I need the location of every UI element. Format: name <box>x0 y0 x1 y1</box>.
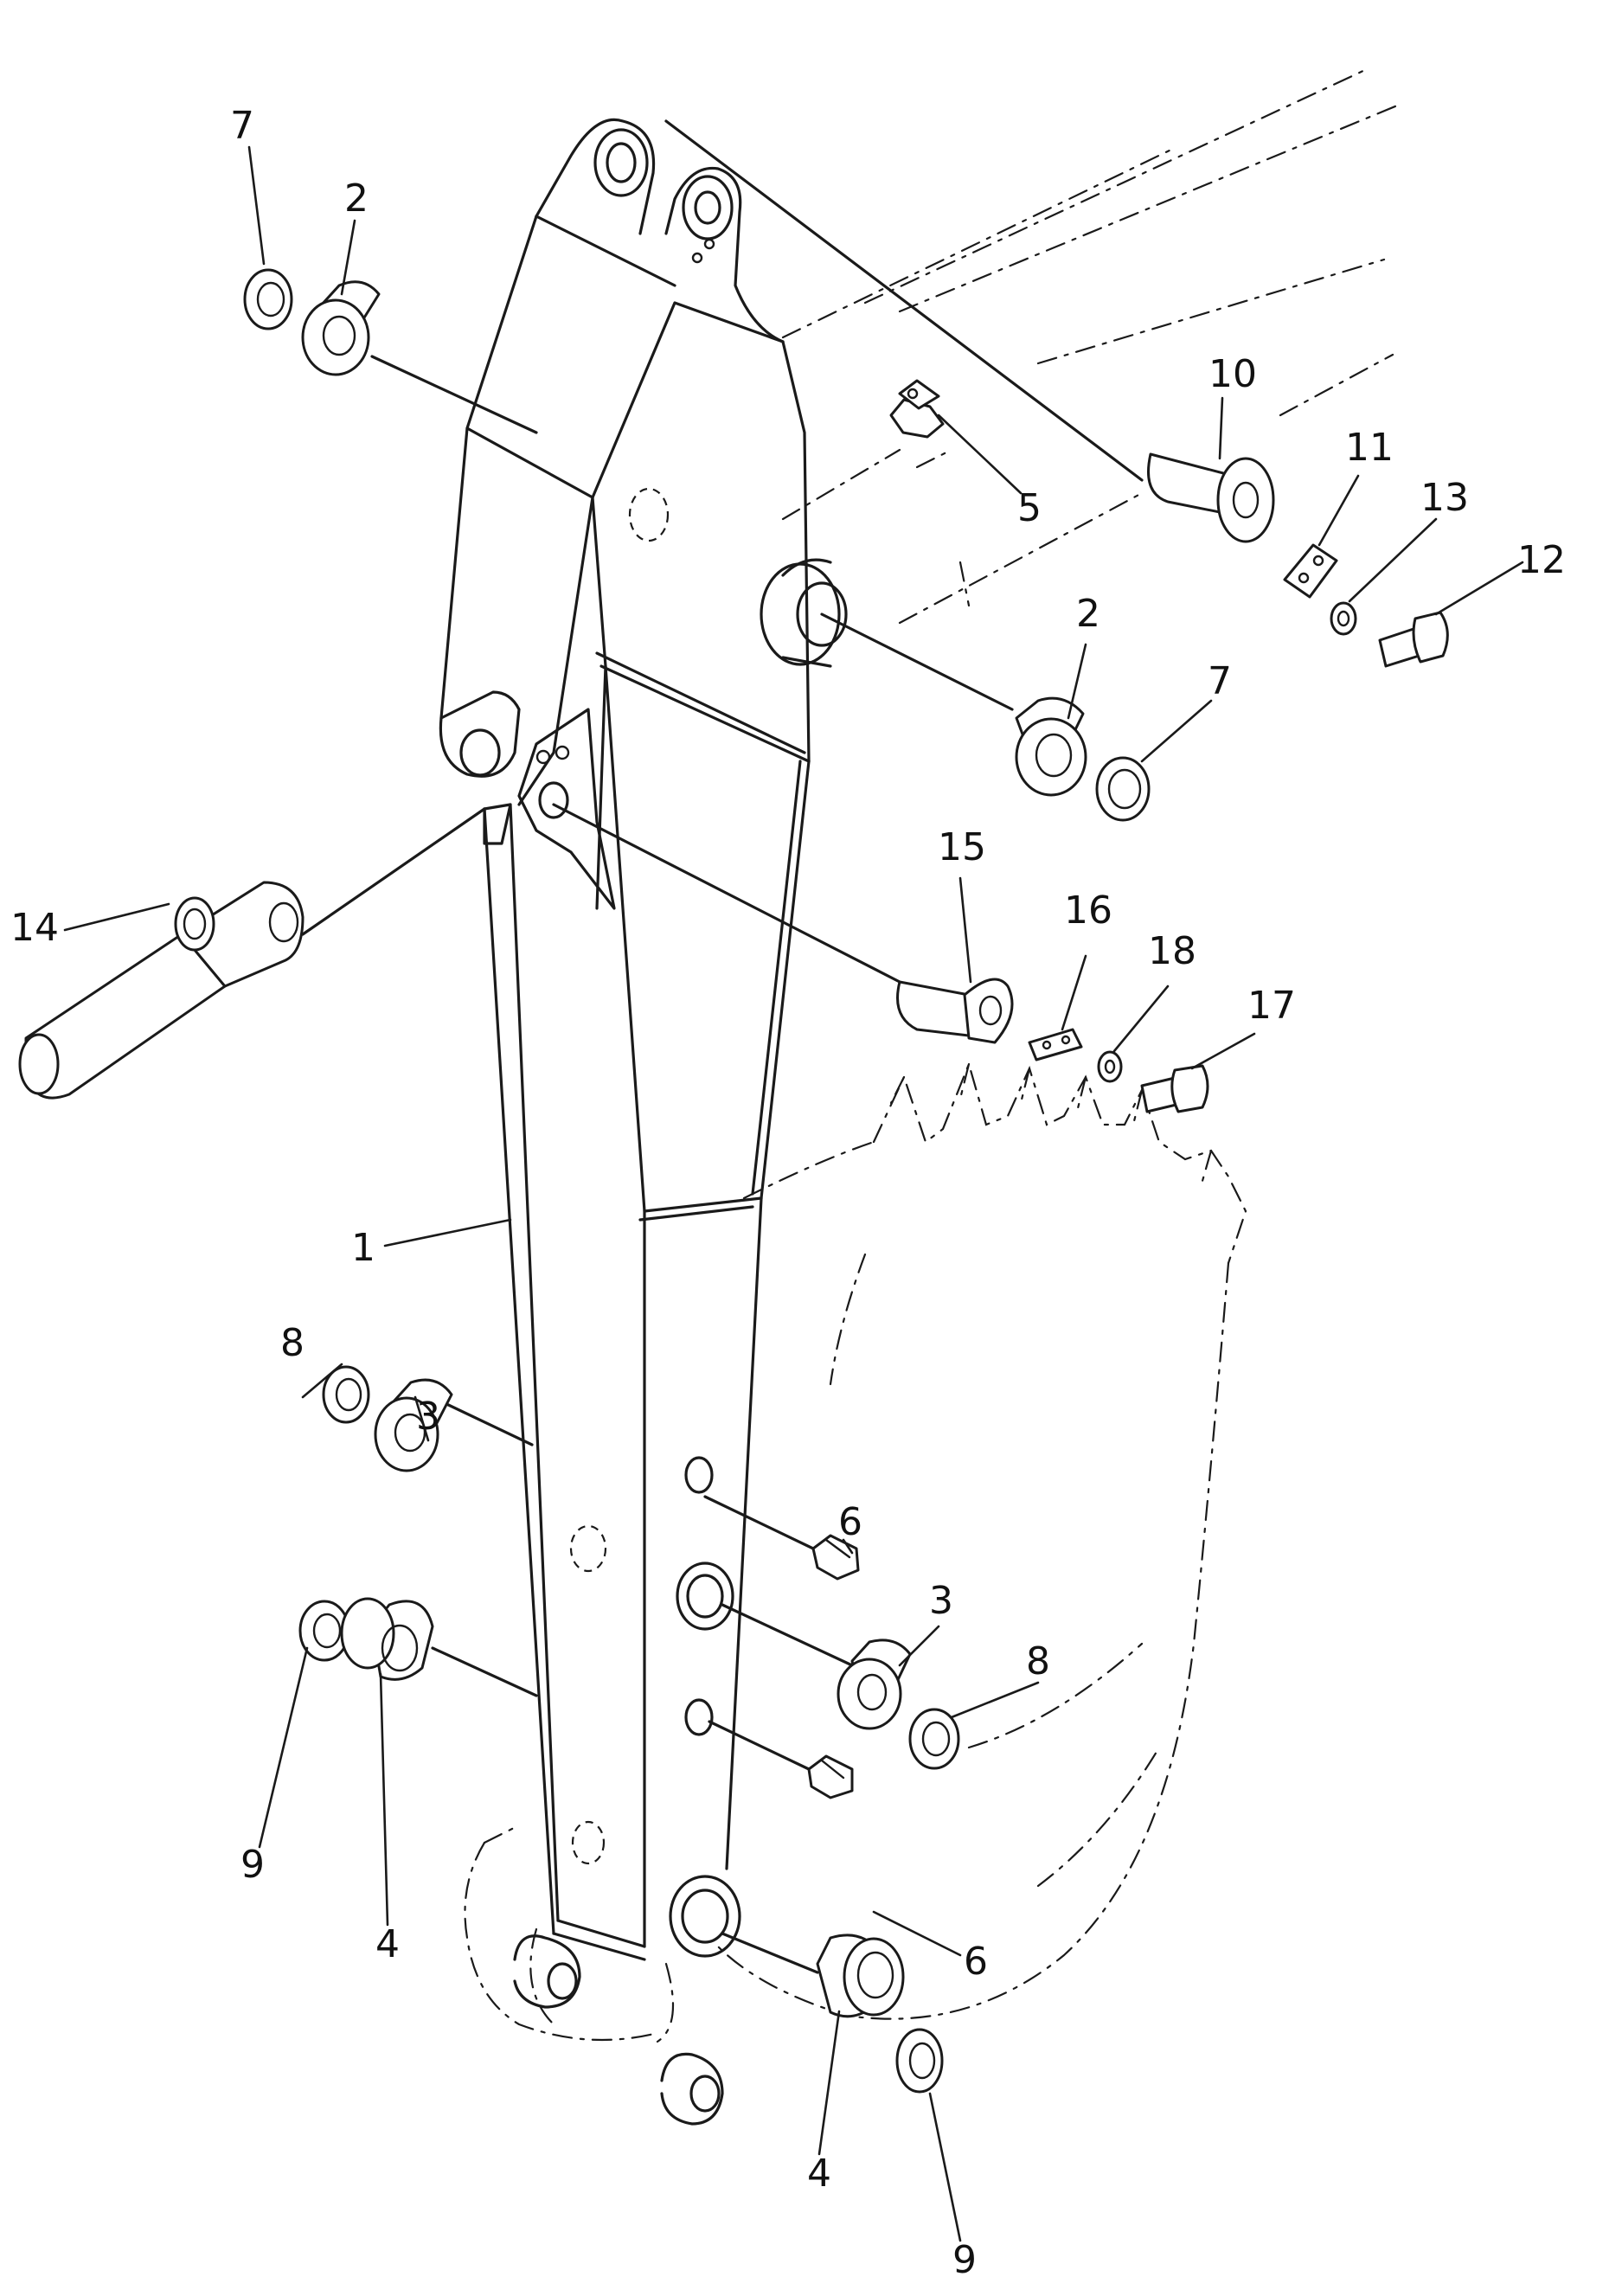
part-16-plate <box>1028 1028 1083 1061</box>
callout-2-upper: 2 <box>344 176 369 221</box>
callout-9-upper: 9 <box>240 1843 265 1887</box>
part-9-lower-seal <box>895 2028 944 2094</box>
callout-17: 17 <box>1247 984 1296 1028</box>
part-17-bolt <box>1140 1064 1209 1113</box>
callout-7-upper: 7 <box>230 104 254 148</box>
callout-3-upper: 3 <box>416 1395 440 1439</box>
callout-15: 15 <box>938 825 986 869</box>
callout-13: 13 <box>1420 476 1469 520</box>
leader-lines <box>63 145 1524 2242</box>
callout-3-lower: 3 <box>929 1579 953 1623</box>
callout-6-lower: 6 <box>964 1940 988 1984</box>
callout-11: 11 <box>1345 426 1394 470</box>
arm-body <box>439 118 848 2126</box>
part-10-pin <box>1147 452 1275 543</box>
part-13-washer <box>1330 601 1357 636</box>
part-2-lower-bushing <box>1015 696 1087 797</box>
part-15-pin <box>896 978 1014 1044</box>
part-7-lower-seal <box>1095 756 1151 822</box>
part-8-upper-seal <box>322 1365 370 1424</box>
part-8-lower-seal <box>908 1708 960 1770</box>
callout-8-lower: 8 <box>1026 1639 1050 1684</box>
callout-18: 18 <box>1148 929 1196 973</box>
callout-1: 1 <box>351 1226 375 1270</box>
part-5-grease-fitting <box>889 379 945 439</box>
part-7-upper-seal <box>243 268 293 330</box>
part-3-upper-bushing <box>374 1378 453 1472</box>
callout-14: 14 <box>10 906 59 950</box>
callout-12: 12 <box>1517 538 1566 582</box>
callout-labels: 7 2 10 11 13 12 5 2 7 14 15 16 18 17 1 8… <box>10 104 1566 2282</box>
part-14-cylinder <box>18 881 305 1100</box>
part-2-upper-bushing <box>301 280 381 376</box>
part-6-lower-grease-fitting <box>807 1754 854 1799</box>
callout-2-lower: 2 <box>1076 592 1100 636</box>
part-11-plate <box>1283 543 1338 599</box>
phantom-bucket <box>464 1061 1247 2043</box>
callout-6-upper: 6 <box>838 1500 862 1544</box>
assembly-lines <box>301 119 1144 1974</box>
callout-16: 16 <box>1064 888 1112 933</box>
part-12-bolt <box>1378 611 1449 668</box>
callout-5: 5 <box>1017 486 1042 530</box>
callout-4-lower: 4 <box>807 2152 831 2196</box>
part-18-washer <box>1097 1050 1123 1083</box>
part-4-lower-collar-bushing <box>816 1934 905 2018</box>
callout-7-lower: 7 <box>1208 659 1232 703</box>
phantom-boom <box>781 67 1403 625</box>
part-3-lower-bushing <box>837 1639 912 1730</box>
callout-8-upper: 8 <box>280 1321 305 1365</box>
part-4-upper-collar-bushing <box>340 1597 434 1681</box>
callout-10: 10 <box>1208 352 1257 396</box>
callout-4-upper: 4 <box>375 1922 400 1966</box>
callout-9-lower: 9 <box>952 2238 977 2282</box>
